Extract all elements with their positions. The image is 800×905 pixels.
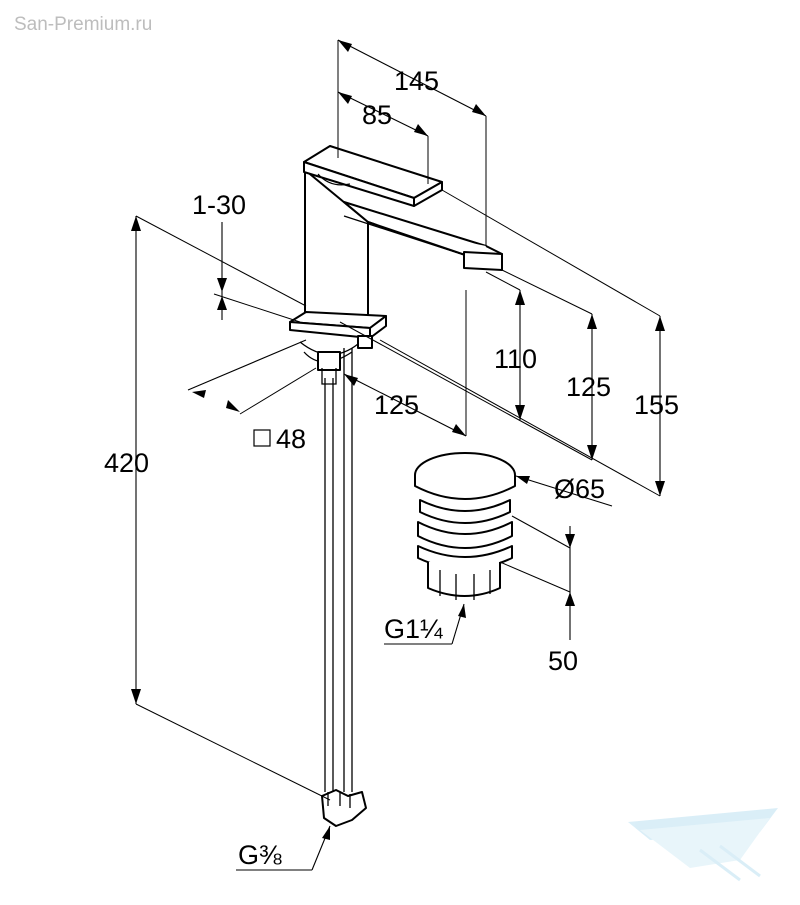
supply-hoses xyxy=(321,348,367,827)
dim-label-50: 50 xyxy=(548,646,578,676)
waste-valve xyxy=(414,452,516,600)
dim-label-110: 110 xyxy=(494,344,537,374)
dim-label-420: 420 xyxy=(104,448,149,478)
bathtub-logo-icon xyxy=(628,808,778,882)
dim-label-145: 145 xyxy=(394,66,439,96)
dimension-lines xyxy=(131,39,665,871)
dim-label-125-height: 125 xyxy=(566,372,611,402)
dim-label-85: 85 xyxy=(362,100,392,130)
thread-label-waste: G1¼ xyxy=(384,614,443,644)
dim-label-125-reach: 125 xyxy=(374,390,419,420)
dimension-labels: 145 85 1-30 110 125 155 125 48 420 Ø65 5… xyxy=(104,66,679,870)
dim-label-diameter-65: Ø65 xyxy=(554,474,605,504)
square-symbol-icon xyxy=(253,429,271,447)
faucet-body xyxy=(289,145,503,385)
dim-label-155: 155 xyxy=(634,390,679,420)
watermark-text: San-Premium.ru xyxy=(14,14,152,35)
dim-label-48: 48 xyxy=(276,424,306,454)
thread-label-hose: G⅜ xyxy=(238,840,282,870)
dim-label-1-30: 1-30 xyxy=(192,190,246,220)
